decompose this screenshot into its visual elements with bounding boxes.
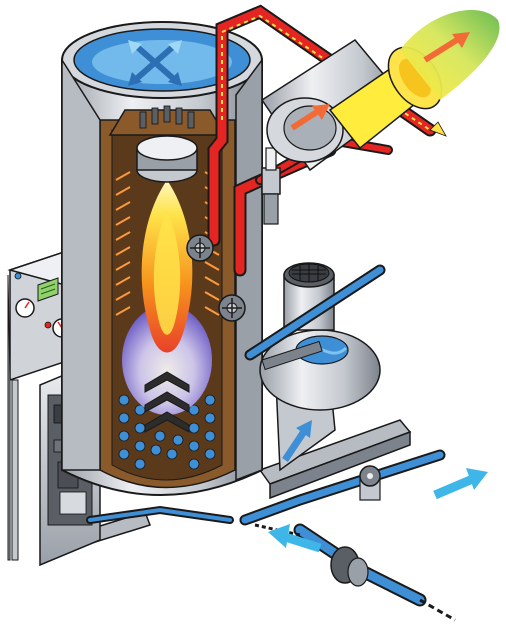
valve-wheel-icon [218,294,246,322]
burner-flame [141,180,193,353]
indicator-lamp-blue [14,272,22,280]
burner-head [108,105,227,183]
panel-display [37,277,59,302]
drain-line [419,598,456,622]
sensor-probe [261,340,323,371]
cross-arrows-icon [128,40,182,86]
exhaust-plume [400,10,500,100]
safety-valve [261,147,281,225]
blue-flow-arrow [282,420,312,462]
fan-grille-icon [288,263,330,283]
valve-wheel-icon [186,234,214,262]
steam-flow-dashes [221,14,431,131]
indicator-lamp-red [44,321,52,329]
valve-wheel-icon [359,465,381,501]
diagonal-arrow-icon [290,32,470,131]
steam-outlet-arrow [429,121,447,137]
vessel-side-shell [235,57,263,482]
pressure-gauge-icon [15,298,35,318]
left-arrow-icon [268,524,322,553]
vessel-left-shell [61,57,101,471]
right-arrow-icon [433,468,488,500]
flanged-fitting [330,546,369,587]
